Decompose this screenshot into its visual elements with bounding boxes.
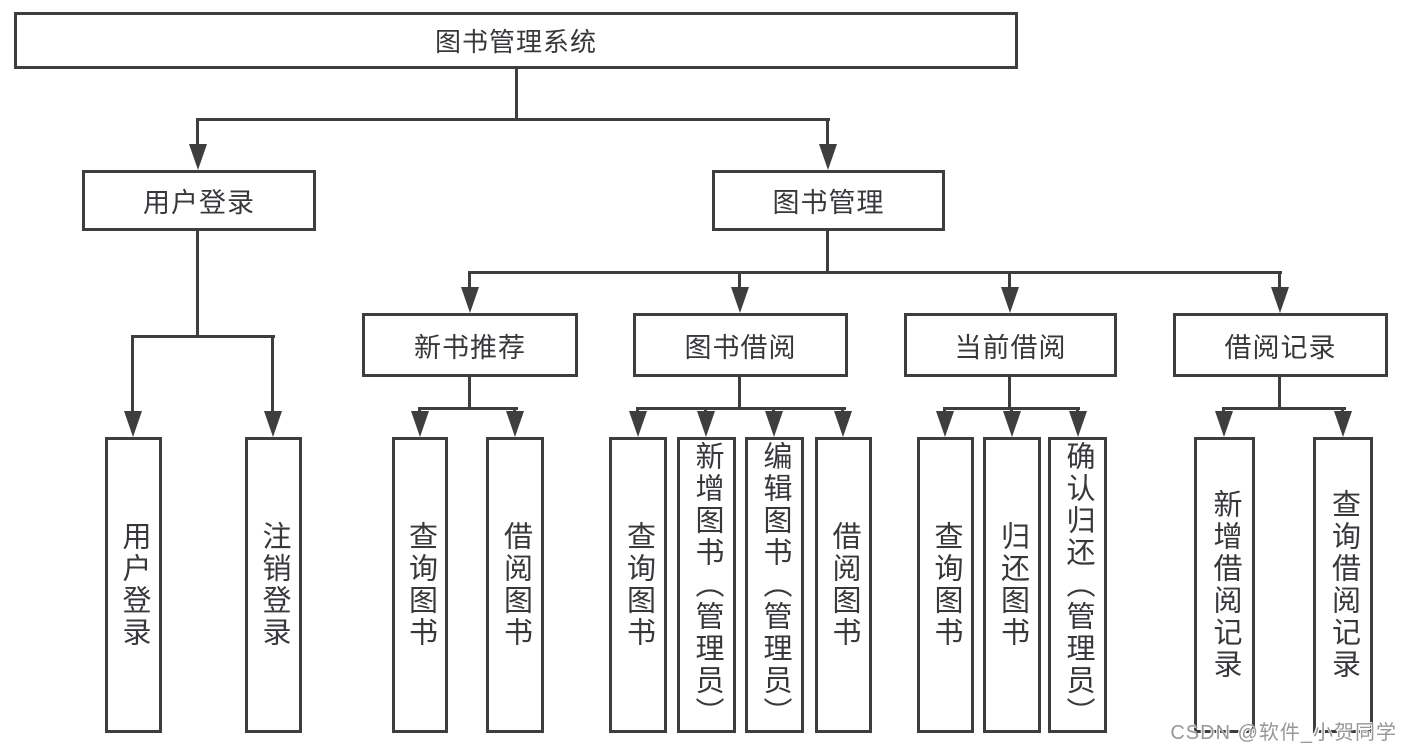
arrowhead-icon xyxy=(819,144,837,170)
leaf-label: 查询图书 xyxy=(622,521,655,649)
arrowhead-icon xyxy=(834,411,852,437)
arrowhead-icon xyxy=(264,411,282,437)
edge-bookborrow-riser xyxy=(738,377,741,407)
csdn-watermark: CSDN @软件_小贺同学 xyxy=(1170,722,1397,744)
leaf-user-login: 用户登录 xyxy=(105,437,162,733)
leaf-label: 新增借阅记录 xyxy=(1209,489,1241,681)
edge-stem-new-book xyxy=(468,271,471,293)
leaf-label: 借阅图书 xyxy=(828,521,860,649)
node-label: 图书借阅 xyxy=(684,332,797,363)
arrowhead-icon xyxy=(697,411,715,437)
node-label: 新书推荐 xyxy=(414,332,526,363)
edge-root-hbar xyxy=(196,118,830,121)
edge-root-riser xyxy=(515,69,518,118)
arrowhead-icon xyxy=(1069,411,1087,437)
leaf-label: 归还图书 xyxy=(996,521,1029,649)
leaf-query-borrow-record: 查询借阅记录 xyxy=(1313,437,1373,733)
node-label: 用户登录 xyxy=(143,188,255,218)
node-current-borrowing: 当前借阅 xyxy=(904,313,1117,377)
leaf-query-books-borrowing: 查询图书 xyxy=(609,437,667,733)
leaf-query-books-current: 查询图书 xyxy=(917,437,974,733)
leaf-borrow-books-borrowing: 借阅图书 xyxy=(815,437,872,733)
edge-stem-book-mgmt xyxy=(826,118,829,150)
arrowhead-icon xyxy=(765,411,783,437)
edge-newbook-hbar xyxy=(418,407,518,410)
leaf-label: 查询借阅记录 xyxy=(1327,489,1360,681)
edge-stem-leaf-user-login xyxy=(131,335,134,417)
leaf-label: 查询图书 xyxy=(930,521,962,649)
arrowhead-icon xyxy=(1334,411,1352,437)
leaf-edit-books-admin: 编辑图书（管理员） xyxy=(745,437,804,733)
edge-bookmgmt-hbar xyxy=(468,271,1282,274)
node-book-management: 图书管理 xyxy=(712,170,945,231)
leaf-label: 用户登录 xyxy=(118,521,150,649)
edge-stem-borrowing-records xyxy=(1278,271,1281,293)
arrowhead-icon xyxy=(189,144,207,170)
edge-stem-leaf-logout xyxy=(271,335,274,417)
leaf-add-books-admin: 新增图书（管理员） xyxy=(677,437,736,733)
arrowhead-icon xyxy=(1215,411,1233,437)
node-library-management-system: 图书管理系统 xyxy=(14,12,1018,69)
edge-newbook-riser xyxy=(468,377,471,407)
arrowhead-icon xyxy=(1271,287,1289,313)
edge-bookmgmt-riser xyxy=(826,231,829,271)
leaf-borrow-books-recommend: 借阅图书 xyxy=(486,437,544,733)
node-borrowing-records: 借阅记录 xyxy=(1173,313,1388,377)
leaf-return-books: 归还图书 xyxy=(983,437,1041,733)
node-label: 借阅记录 xyxy=(1224,332,1337,363)
edge-stem-current-borrowing xyxy=(1008,271,1011,293)
edge-stem-user-login xyxy=(196,118,199,150)
edge-bookborrow-hbar xyxy=(636,407,846,410)
node-label: 图书管理 xyxy=(772,188,885,218)
leaf-label: 新增图书（管理员） xyxy=(691,441,723,729)
node-label: 当前借阅 xyxy=(954,332,1067,363)
edge-userlogin-hbar xyxy=(131,335,275,338)
arrowhead-icon xyxy=(411,411,429,437)
leaf-label: 查询图书 xyxy=(404,521,437,649)
arrowhead-icon xyxy=(629,411,647,437)
node-new-book-recommend: 新书推荐 xyxy=(362,313,578,377)
edge-userlogin-riser xyxy=(196,231,199,335)
edge-currentborrow-riser xyxy=(1008,377,1011,407)
edge-borrowrecords-hbar xyxy=(1222,407,1346,410)
leaf-label: 编辑图书（管理员） xyxy=(759,441,791,729)
leaf-confirm-return-admin: 确认归还（管理员） xyxy=(1048,437,1107,733)
edge-borrowrecords-riser xyxy=(1278,377,1281,407)
leaf-label: 借阅图书 xyxy=(499,521,532,649)
arrowhead-icon xyxy=(936,411,954,437)
arrowhead-icon xyxy=(1001,287,1019,313)
leaf-label: 注销登录 xyxy=(258,521,290,649)
leaf-label: 确认归还（管理员） xyxy=(1062,441,1094,729)
arrowhead-icon xyxy=(731,287,749,313)
leaf-query-books-recommend: 查询图书 xyxy=(392,437,448,733)
arrowhead-icon xyxy=(506,411,524,437)
node-book-borrowing: 图书借阅 xyxy=(633,313,848,377)
arrowhead-icon xyxy=(1003,411,1021,437)
arrowhead-icon xyxy=(124,411,142,437)
node-label: 图书管理系统 xyxy=(434,27,597,57)
leaf-logout: 注销登录 xyxy=(245,437,302,733)
leaf-add-borrow-record: 新增借阅记录 xyxy=(1194,437,1255,733)
arrowhead-icon xyxy=(461,287,479,313)
node-user-login-group: 用户登录 xyxy=(82,170,316,231)
edge-stem-book-borrowing xyxy=(738,271,741,293)
